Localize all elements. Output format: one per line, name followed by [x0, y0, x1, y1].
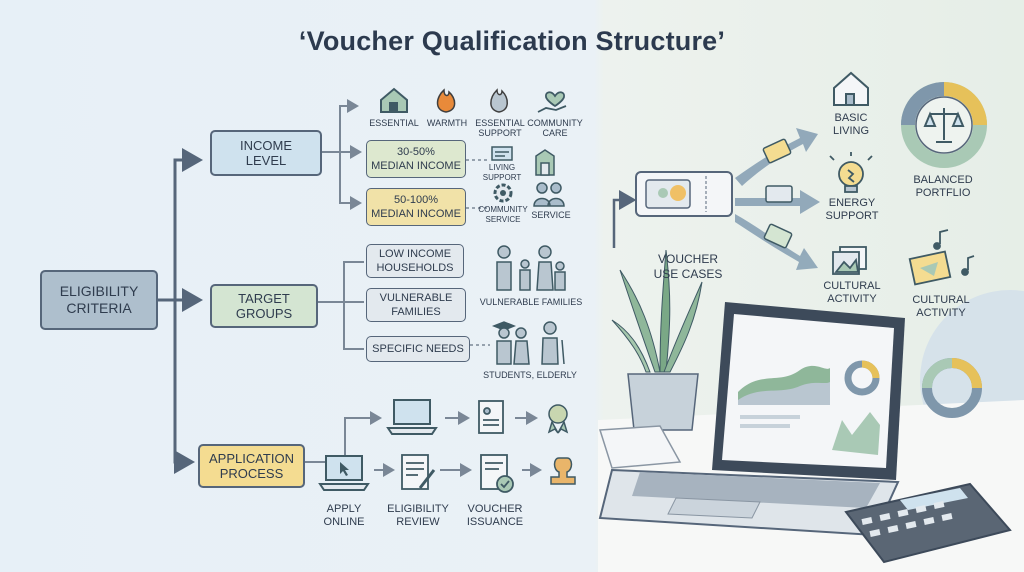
eligibility-criteria-box: ELIGIBILITY CRITERIA — [40, 270, 158, 330]
small-donut-chart — [922, 358, 982, 418]
income-icon-label-community-service: COMMUNITY SERVICE — [478, 205, 528, 224]
document-icon — [491, 146, 513, 161]
dotted-leaders — [466, 159, 490, 346]
notebook-icon — [598, 425, 682, 469]
gear-icon — [493, 183, 513, 203]
profile-document-icon — [478, 400, 504, 434]
use-case-energy-support: ENERGY SUPPORT — [825, 197, 879, 222]
use-case-basic-living: BASIC LIVING — [832, 112, 870, 137]
step-voucher-issuance: VOUCHER ISSUANCE — [466, 503, 524, 528]
voucher-use-cases-label: VOUCHER USE CASES — [653, 252, 723, 281]
landscape-icon — [832, 246, 867, 275]
income-icon-label-essential-support: ESSENTIAL SUPPORT — [475, 118, 525, 138]
group-specific-needs: SPECIFIC NEEDS — [366, 336, 470, 362]
group-icon-label-vulnerable-families: VULNERABLE FAMILIES — [479, 297, 583, 307]
building-icon — [535, 149, 555, 176]
step-apply-online: APPLY ONLINE — [323, 503, 365, 528]
dashboard-laptop — [598, 302, 905, 537]
voucher-document-icon — [480, 454, 514, 493]
diagram-title: ‘Voucher Qualification Structure’ — [298, 26, 726, 56]
basic-living-house-icon — [833, 71, 869, 106]
group-low-income-households: LOW INCOME HOUSEHOLDS — [366, 244, 464, 278]
group-vulnerable-families: VULNERABLE FAMILIES — [366, 288, 466, 322]
step-eligibility-review: ELIGIBILITY REVIEW — [387, 503, 449, 528]
income-icon-label-essential: ESSENTIAL — [369, 118, 419, 128]
income-range-50-100: 50-100% MEDIAN INCOME — [366, 188, 466, 226]
income-connectors — [322, 99, 362, 210]
cultural-activity-side-label: CULTURAL ACTIVITY — [912, 294, 970, 319]
elderly-icon — [491, 321, 565, 365]
use-case-connectors — [612, 190, 637, 248]
fire-support-icon — [490, 88, 508, 113]
group-icon-label-students-elderly: STUDENTS, ELDERLY — [483, 370, 577, 380]
application-process-box: APPLICATION PROCESS — [198, 444, 305, 488]
income-icon-label-service: SERVICE — [531, 210, 571, 220]
balanced-portfolio-label: BALANCED PORTFLIO — [913, 174, 973, 199]
group-connectors — [318, 261, 364, 350]
target-groups-box: TARGET GROUPS — [210, 284, 318, 328]
laptop-apply-icon — [318, 455, 370, 491]
house-icon — [380, 87, 408, 113]
use-case-cultural-activity: CULTURAL ACTIVITY — [823, 280, 881, 305]
stamp-icon — [550, 457, 576, 485]
hand-heart-icon — [537, 91, 567, 113]
medal-icon — [547, 404, 569, 434]
review-document-icon — [401, 454, 436, 490]
people-icon — [533, 182, 565, 207]
mini-voucher-icons — [762, 138, 793, 249]
income-icon-label-community-care: COMMUNITY CARE — [527, 118, 583, 138]
trunk-connectors — [158, 148, 203, 474]
income-range-30-50: 30-50% MEDIAN INCOME — [366, 140, 466, 178]
lightbulb-icon — [829, 152, 873, 193]
music-icon — [908, 229, 975, 286]
income-level-box: INCOME LEVEL — [210, 130, 322, 176]
plant-icon — [611, 249, 703, 431]
income-icon-label-living-support: LIVING SUPPORT — [482, 163, 522, 182]
scale-icon — [923, 108, 965, 143]
voucher-icon — [635, 171, 733, 217]
flame-icon — [436, 88, 456, 113]
laptop-icon — [386, 399, 438, 435]
family-icon — [496, 245, 566, 291]
income-icon-label-warmth: WARMTH — [426, 118, 468, 128]
calculator-icon — [844, 482, 1012, 564]
